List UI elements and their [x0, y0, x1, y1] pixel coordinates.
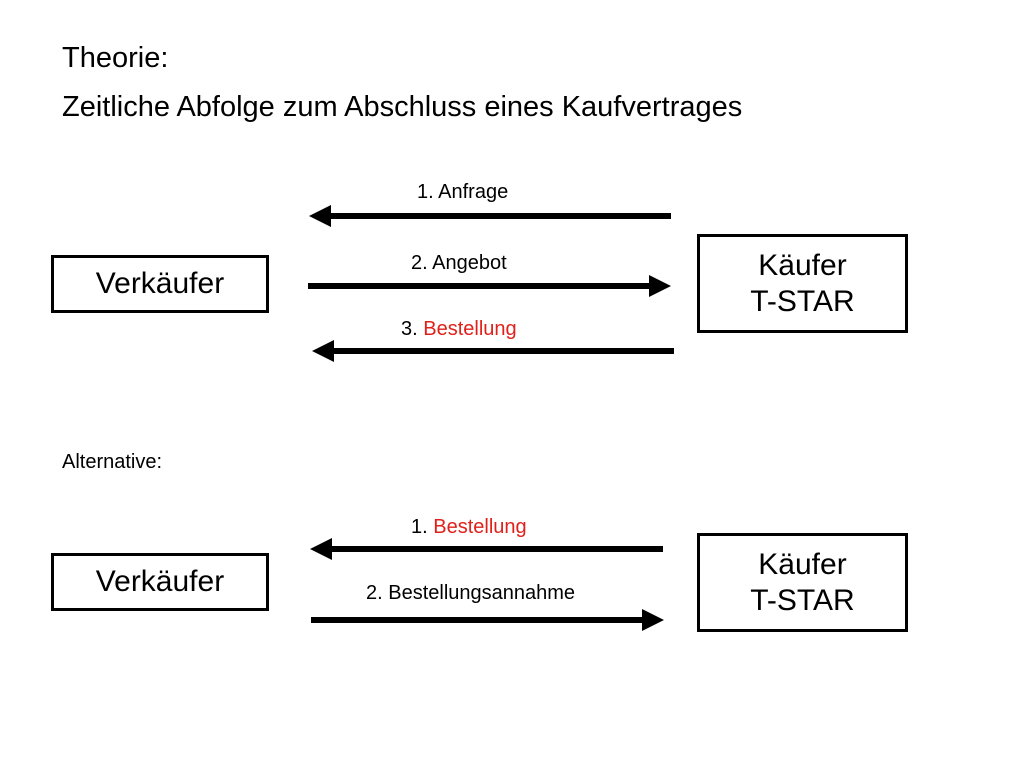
buyer-company: T-STAR: [750, 583, 855, 617]
step-number: 1.: [417, 181, 434, 203]
step-text: Anfrage: [438, 181, 509, 203]
step-text: Bestellungsannahme: [388, 582, 576, 604]
buyer-box: Käufer T-STAR: [697, 234, 908, 333]
page-title-line2: Zeitliche Abfolge zum Abschluss eines Ka…: [62, 91, 743, 123]
arrow-bestellung-alt: [310, 538, 663, 560]
step-text-highlight: Bestellung: [433, 516, 527, 538]
page-title-line1: Theorie:: [62, 42, 169, 74]
step-label-angebot: 2. Angebot: [411, 251, 507, 275]
step-number: 1.: [411, 516, 428, 538]
buyer-label: Käufer: [758, 547, 847, 581]
step-number: 3.: [401, 318, 418, 340]
step-label-bestellung: 3. Bestellung: [401, 317, 517, 341]
arrow-angebot: [308, 275, 671, 297]
step-number: 2.: [366, 582, 383, 604]
step-label-anfrage: 1. Anfrage: [417, 180, 508, 204]
step-label-bestellungsannahme: 2. Bestellungsannahme: [366, 581, 575, 605]
seller-box: Verkäufer: [51, 255, 269, 313]
arrow-anfrage: [309, 205, 671, 227]
alternative-label: Alternative:: [62, 451, 163, 473]
seller-label: Verkäufer: [95, 565, 225, 598]
seller-box-alt: Verkäufer: [51, 553, 269, 611]
seller-label: Verkäufer: [95, 267, 225, 300]
step-label-bestellung-alt: 1. Bestellung: [411, 515, 527, 539]
step-text: Angebot: [432, 252, 507, 274]
buyer-company: T-STAR: [750, 284, 855, 318]
step-number: 2.: [411, 252, 428, 274]
step-text-highlight: Bestellung: [423, 318, 517, 340]
buyer-box-alt: Käufer T-STAR: [697, 533, 908, 632]
buyer-label: Käufer: [758, 248, 847, 282]
arrow-bestellung: [312, 340, 674, 362]
arrow-bestellungsannahme: [311, 609, 664, 631]
